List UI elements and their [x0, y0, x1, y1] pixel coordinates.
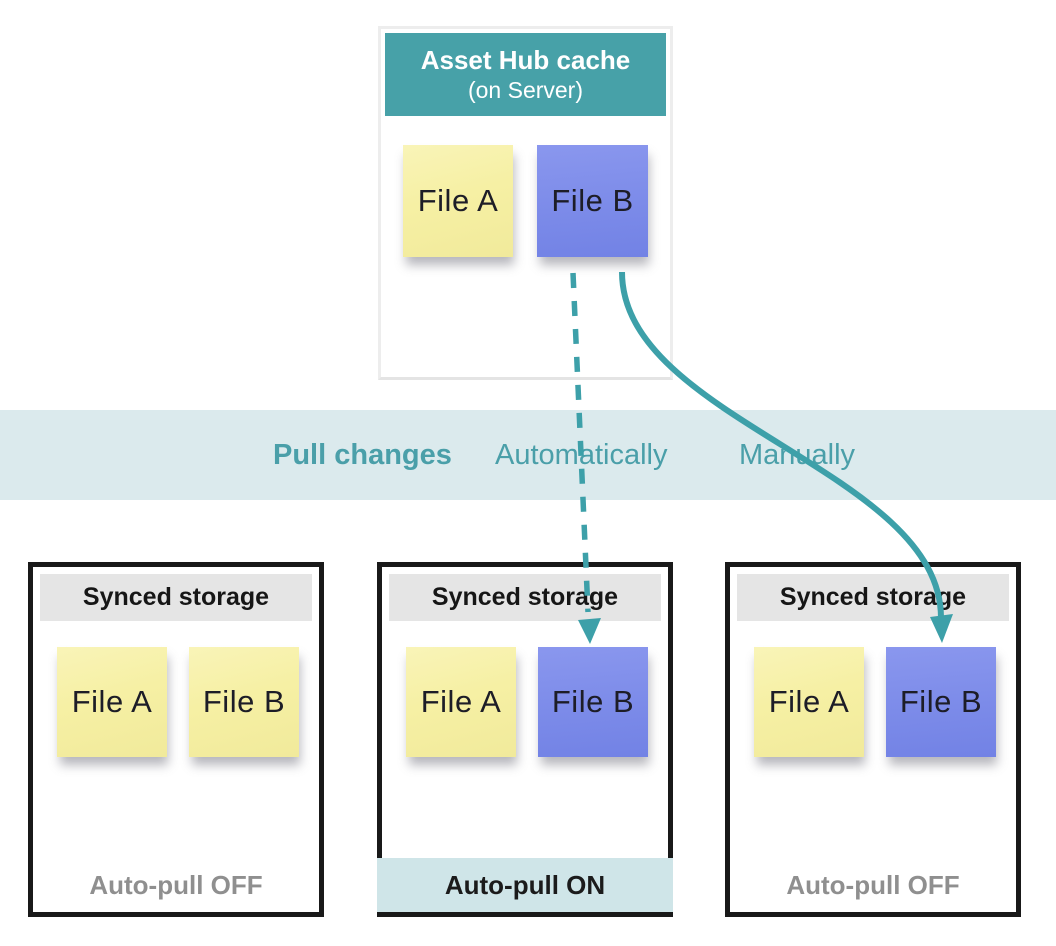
- synced-storage-box-right: Synced storage File A File B Auto-pull O…: [725, 562, 1021, 917]
- cache-file-b-note: File B: [537, 145, 648, 257]
- storage-left-file-a-note: File A: [57, 647, 167, 757]
- cache-title: Asset Hub cache: [420, 44, 631, 75]
- storage-middle-file-a-note: File A: [406, 647, 516, 757]
- storage-left-file-b-note: File B: [189, 647, 299, 757]
- synced-storage-box-left: Synced storage File A File B Auto-pull O…: [28, 562, 324, 917]
- file-b-label: File B: [551, 684, 635, 719]
- auto-pull-status: Auto-pull OFF: [786, 869, 960, 900]
- auto-pull-status: Auto-pull ON: [377, 858, 673, 912]
- cache-file-a-label: File A: [417, 183, 499, 218]
- storage-right-file-b-note: File B: [886, 647, 996, 757]
- cache-subtitle: (on Server): [467, 77, 584, 104]
- cache-file-a-note: File A: [403, 145, 513, 257]
- storage-right-file-a-note: File A: [754, 647, 864, 757]
- storage-middle-file-b-note: File B: [538, 647, 648, 757]
- storage-header: Synced storage: [40, 574, 312, 621]
- storage-header: Synced storage: [389, 574, 661, 621]
- pull-changes-title: Pull changes: [273, 438, 452, 471]
- file-b-label: File B: [202, 684, 286, 719]
- manually-label: Manually: [739, 438, 856, 471]
- file-b-label: File B: [899, 684, 983, 719]
- storage-header: Synced storage: [737, 574, 1009, 621]
- asset-hub-cache-box: Asset Hub cache (on Server) File A File …: [378, 26, 673, 380]
- file-a-label: File A: [420, 684, 502, 719]
- auto-pull-status: Auto-pull OFF: [89, 869, 263, 900]
- file-a-label: File A: [71, 684, 153, 719]
- automatically-label: Automatically: [495, 438, 668, 471]
- file-a-label: File A: [768, 684, 850, 719]
- cache-header: Asset Hub cache (on Server): [385, 33, 666, 116]
- pull-changes-band: Pull changes Automatically Manually: [0, 410, 1056, 500]
- synced-storage-box-middle: Synced storage File A File B Auto-pull O…: [377, 562, 673, 917]
- cache-file-b-label: File B: [551, 183, 634, 218]
